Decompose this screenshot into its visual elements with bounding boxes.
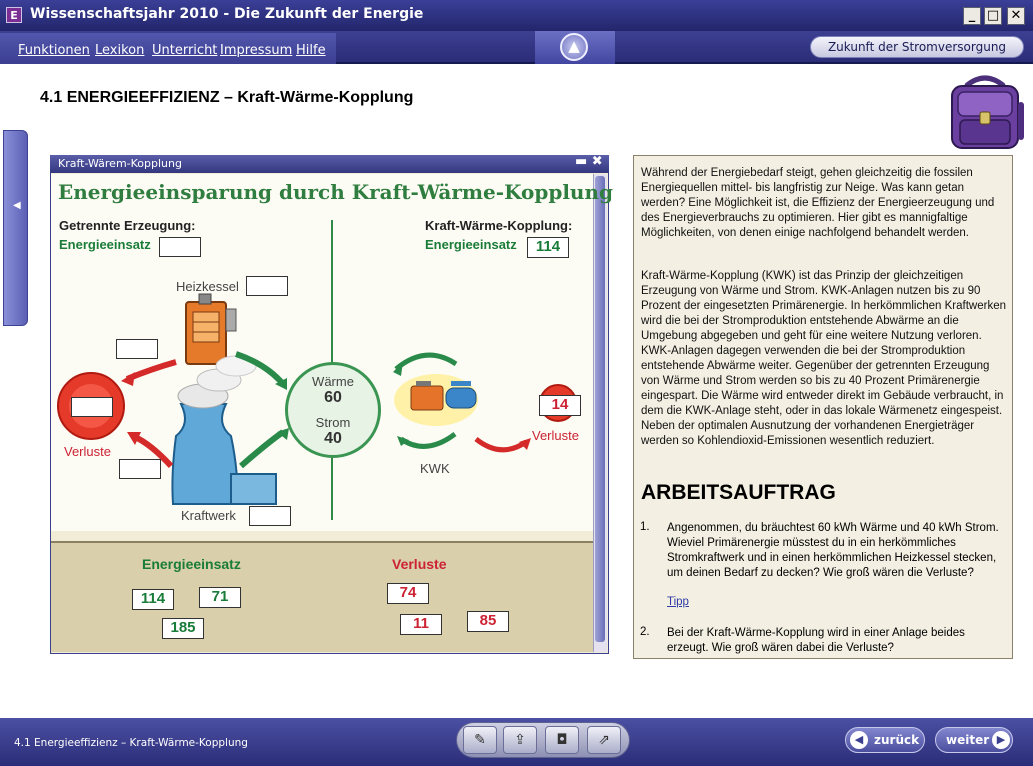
left-energy-label: Energieeinsatz — [59, 237, 151, 252]
answer-loss-heading: Verluste — [392, 556, 447, 572]
answer-energy-heading: Energieeinsatz — [142, 556, 241, 572]
chevron-right-icon: ▶ — [992, 731, 1010, 749]
power-label: Strom — [315, 415, 351, 430]
back-label: zurück — [874, 733, 920, 747]
menu-unterricht[interactable]: Unterricht — [152, 43, 218, 58]
intro-paragraph: Während der Energiebedarf steigt, gehen … — [641, 167, 995, 239]
right-heading: Kraft-Wärme-Kopplung: — [425, 218, 573, 233]
inner-scrollbar-thumb[interactable] — [595, 176, 605, 642]
menu-lexikon[interactable]: Lexikon — [95, 43, 145, 58]
inner-window-title: Kraft-Wärem-Kopplung — [58, 157, 182, 170]
text-panel — [633, 155, 1013, 659]
task-1-text: Angenommen, du bräuchtest 60 kWh Wärme u… — [667, 522, 999, 579]
camera-icon[interactable]: ◘ — [545, 726, 579, 754]
drop-zone-total-loss[interactable] — [71, 397, 113, 417]
chp-plant-icon — [394, 374, 478, 426]
footer-breadcrumb: 4.1 Energieeffizienz – Kraft-Wärme-Koppl… — [14, 737, 248, 749]
export-icon[interactable]: ⇗ — [587, 726, 621, 754]
side-panel-tab[interactable] — [3, 130, 28, 326]
answer-tile[interactable]: 11 — [400, 614, 442, 635]
minimize-button[interactable]: _ — [963, 7, 981, 25]
answer-tile[interactable]: 185 — [162, 618, 204, 639]
answer-tile[interactable]: 71 — [199, 587, 241, 608]
upload-icon[interactable]: ⇪ — [503, 726, 537, 754]
drop-zone-plant-loss[interactable] — [119, 459, 161, 479]
drop-zone-boiler-loss[interactable] — [116, 339, 158, 359]
title-bar — [0, 0, 1033, 31]
next-label: weiter — [946, 733, 990, 747]
power-plant-label: Kraftwerk — [181, 508, 236, 523]
tip-link[interactable]: Tipp — [667, 596, 689, 608]
boiler-label: Heizkessel — [176, 279, 239, 294]
right-loss-label: Verluste — [532, 428, 579, 443]
right-energy-value[interactable]: 114 — [527, 237, 569, 258]
answer-tile[interactable]: 74 — [387, 583, 429, 604]
answer-tile[interactable]: 85 — [467, 611, 509, 632]
chevron-left-icon: ◀ — [13, 200, 21, 211]
next-button[interactable]: weiter ▶ — [935, 727, 1013, 753]
maximize-button[interactable]: □ — [984, 7, 1002, 25]
future-energy-button[interactable]: Zukunft der Stromversorgung — [810, 36, 1024, 58]
app-icon: E — [6, 7, 22, 23]
drop-zone-power-plant[interactable] — [249, 506, 291, 526]
heat-label: Wärme — [312, 374, 354, 389]
answer-tile[interactable]: 114 — [132, 589, 174, 610]
task-number: 1. — [640, 521, 650, 533]
notes-icon[interactable]: ✎ — [463, 726, 497, 754]
diagram-heading: Energieeinsparung durch Kraft-Wärme-Kopp… — [58, 180, 613, 204]
heat-value: 60 — [324, 389, 342, 406]
task-heading: ARBEITSAUFTRAG — [641, 481, 836, 504]
inner-window-controls[interactable]: ▬ ✖ — [575, 154, 603, 169]
menu-impressum[interactable]: Impressum — [220, 43, 293, 58]
close-button[interactable]: ✕ — [1007, 7, 1025, 25]
chevron-left-icon: ◀ — [850, 731, 868, 749]
task-number: 2. — [640, 626, 650, 638]
boiler-icon — [185, 293, 237, 365]
page-title: 4.1 ENERGIEEFFIZIENZ – Kraft-Wärme-Koppl… — [40, 89, 414, 106]
chp-label: KWK — [420, 461, 450, 476]
power-plant-icon — [171, 355, 277, 505]
left-heading: Getrennte Erzeugung: — [59, 218, 196, 233]
menu-container — [0, 33, 336, 64]
inner-window-titlebar — [50, 155, 609, 173]
arrow-up-icon[interactable]: ▲ — [560, 33, 588, 61]
drop-zone-boiler[interactable] — [246, 276, 288, 296]
heat-power-circle — [285, 362, 381, 458]
right-energy-label: Energieeinsatz — [425, 237, 517, 252]
power-value: 40 — [324, 430, 342, 447]
back-button[interactable]: ◀ zurück — [845, 727, 925, 753]
menu-hilfe[interactable]: Hilfe — [296, 43, 326, 58]
task-2-text: Bei der Kraft-Wärme-Kopplung wird in ein… — [667, 627, 965, 654]
right-loss-value[interactable]: 14 — [539, 395, 581, 416]
window-title: Wissenschaftsjahr 2010 - Die Zukunft der… — [30, 6, 424, 22]
menu-funktionen[interactable]: Funktionen — [18, 43, 90, 58]
drop-zone-energy-left[interactable] — [159, 237, 201, 257]
kwk-paragraph: Kraft-Wärme-Kopplung (KWK) ist das Prinz… — [641, 270, 1006, 447]
school-bag-icon[interactable] — [944, 74, 1026, 150]
left-loss-label: Verluste — [64, 444, 111, 459]
